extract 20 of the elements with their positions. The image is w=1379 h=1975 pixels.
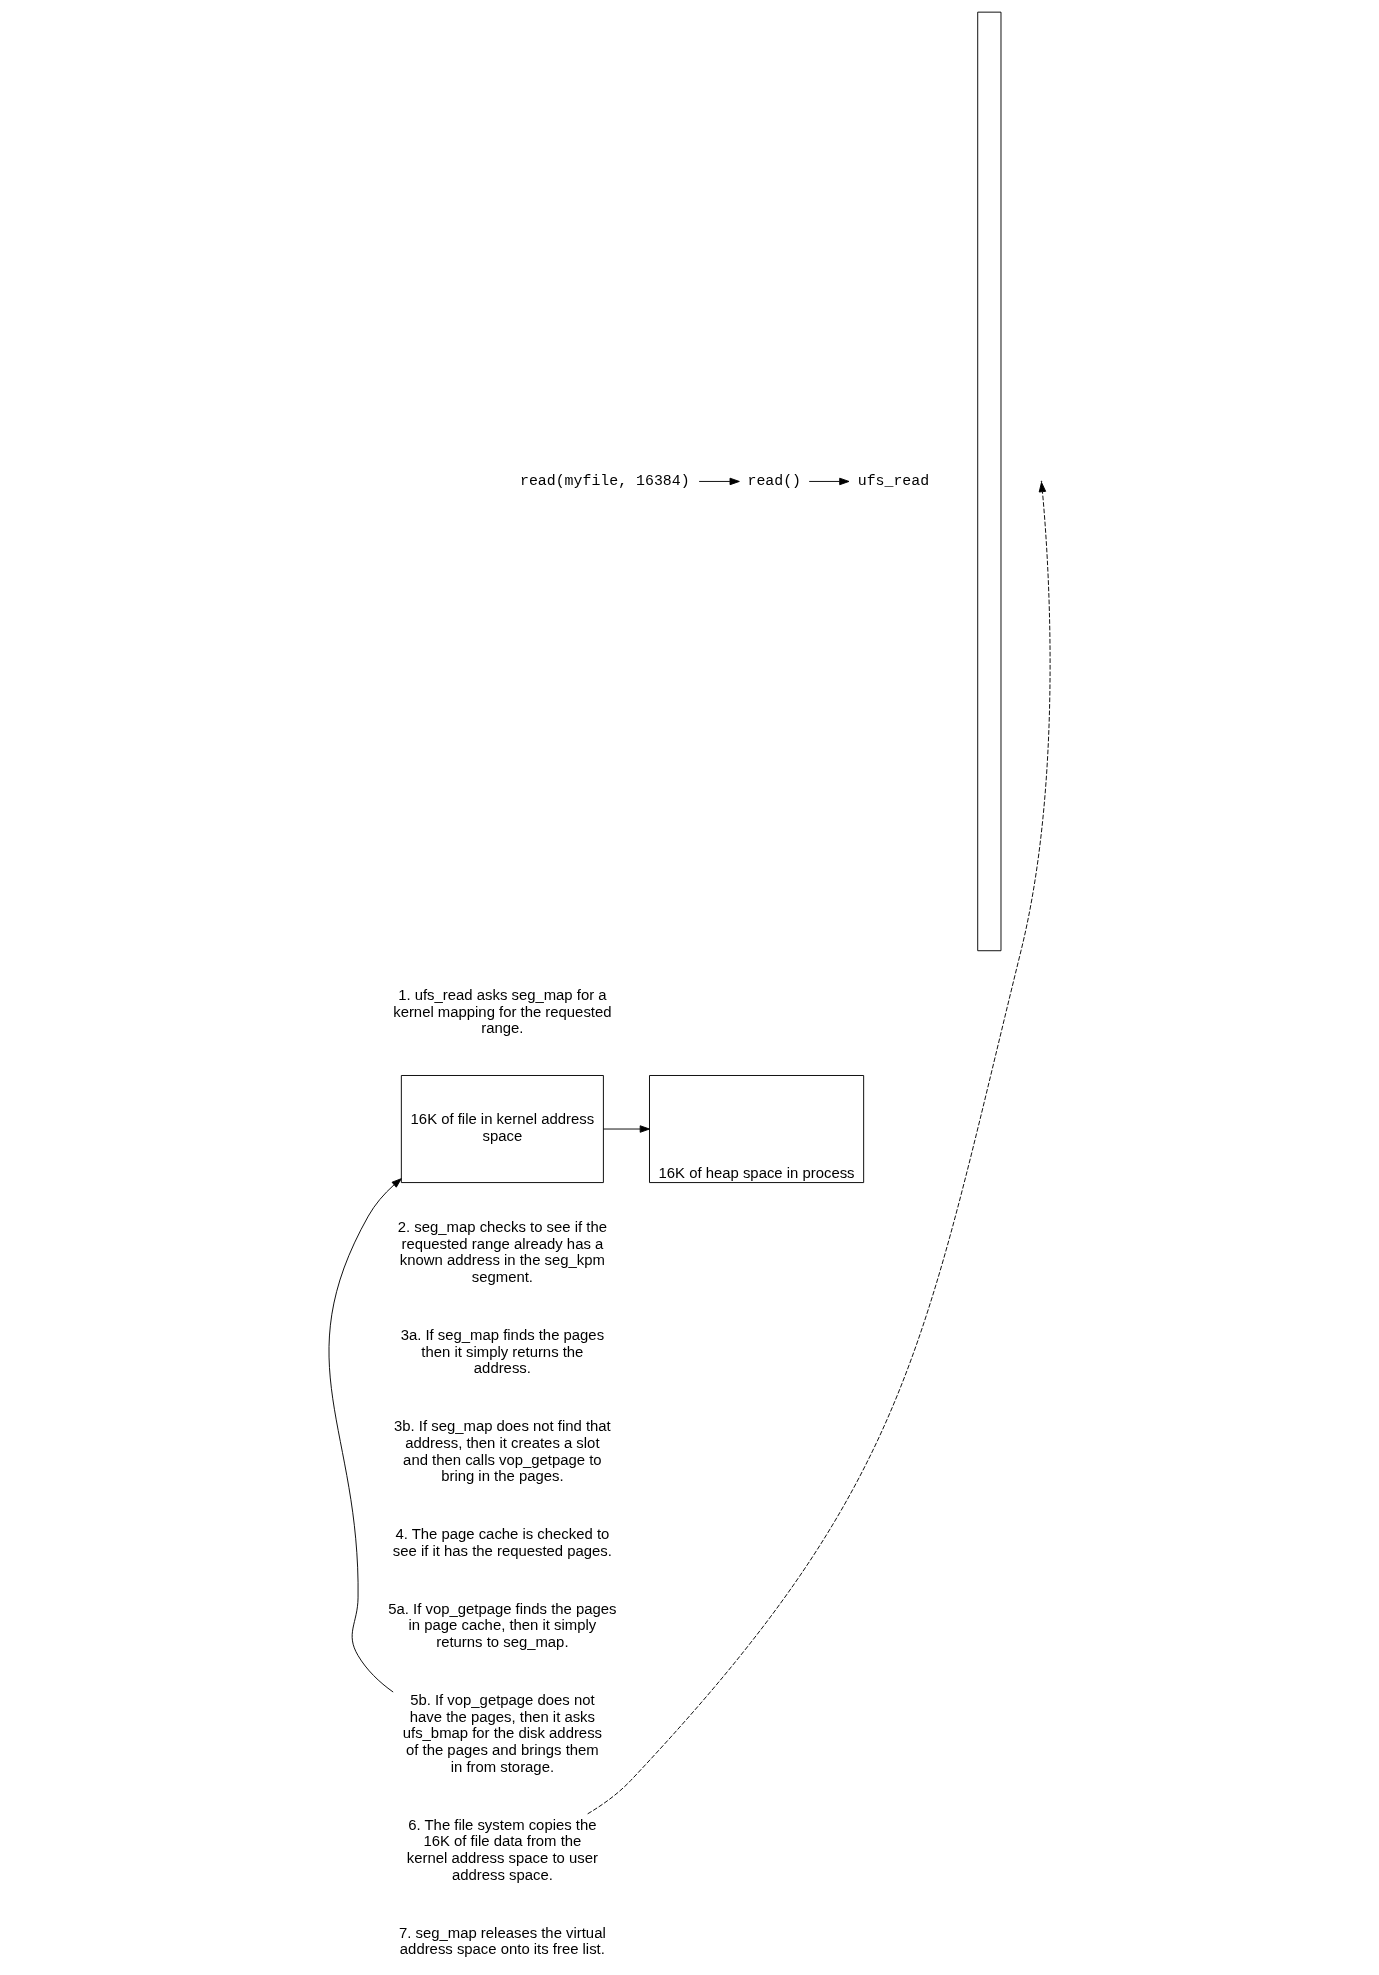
node-text: read(myfile, 16384) bbox=[520, 472, 690, 489]
label: 3b. If seg_map does not find that address, then it creates a slot and then calls vop_getpage to bring in the pages. bbox=[394, 1417, 611, 1485]
arrow bbox=[698, 477, 740, 486]
label: 3a. If seg_map finds the pages then it simply returns the address. bbox=[400, 1326, 605, 1377]
label: 5a. If vop_getpage finds the pages in page cache, then it simply returns to seg_map. bbox=[388, 1600, 617, 1651]
label: 7. seg_map releases the virtual address space onto its free list. bbox=[399, 1924, 606, 1958]
arrow bbox=[587, 481, 1051, 1815]
label: 4. The page cache is checked to see if it has the requested pages. bbox=[392, 1526, 612, 1559]
arrow bbox=[602, 1125, 650, 1133]
node-box: 16K of heap space in process bbox=[649, 1075, 865, 1184]
node-text: 6. The file system copies the 16K of file data from the kernel address space to user address space. bbox=[406, 1816, 598, 1883]
label: 1. ufs_read asks seg_map for a kernel mapping for the requested range. bbox=[393, 986, 612, 1037]
arrow bbox=[808, 477, 850, 486]
node-text: 5b. If vop_getpage does not have the pages, then it asks ufs_bmap for the disk address of the pages and brings them in from storage. bbox=[402, 1691, 603, 1775]
arrow bbox=[328, 1178, 402, 1693]
node-text: read() bbox=[747, 472, 802, 489]
label: 2. seg_map checks to see if the requested range already has a known address in the seg_kpm segment. bbox=[397, 1218, 607, 1286]
node-box: 16K of file in kernel address space bbox=[400, 1075, 604, 1184]
node-text: ufs_read bbox=[857, 472, 930, 489]
node-bar bbox=[977, 11, 1002, 952]
